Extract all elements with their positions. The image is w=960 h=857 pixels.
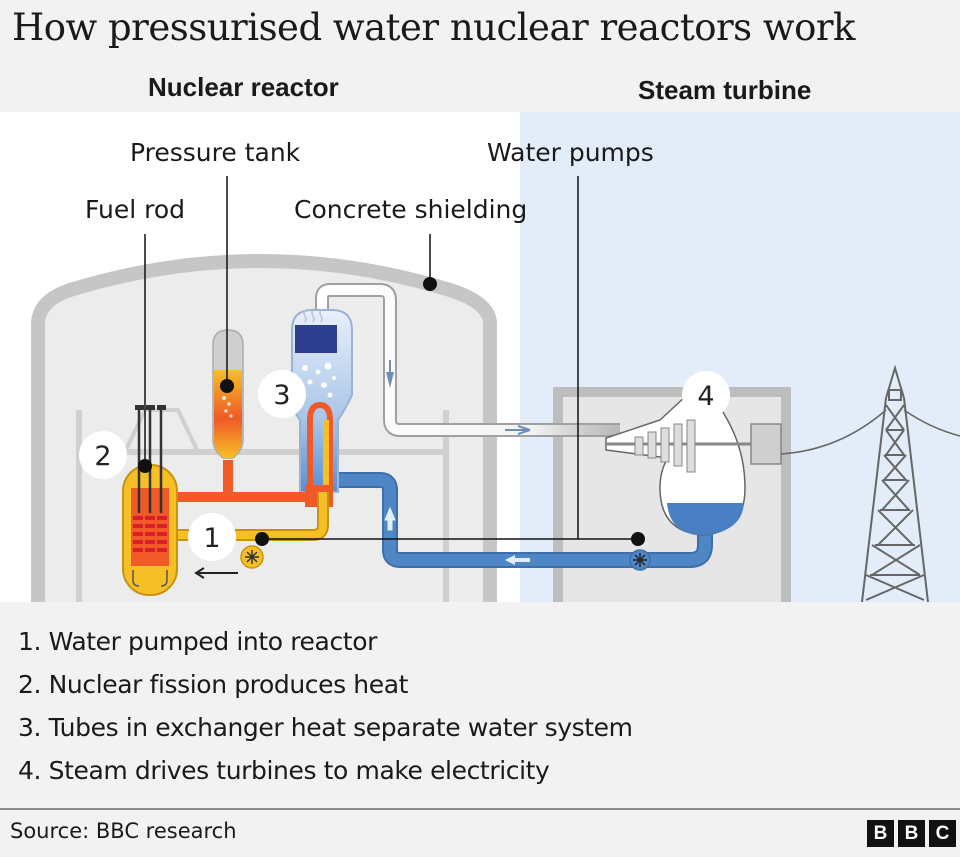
steps-list: 1. Water pumped into reactor 2. Nuclear …	[18, 622, 633, 794]
generator	[750, 423, 782, 465]
feedwater-flow-arrow-icon	[384, 506, 396, 531]
marker-3: 3	[258, 370, 306, 418]
section-heading-steam-turbine: Steam turbine	[638, 75, 812, 105]
reactor-vessel	[122, 405, 178, 596]
step-item: 4. Steam drives turbines to make electri…	[18, 756, 550, 785]
marker-2-number: 2	[94, 441, 111, 472]
bbc-logo-letter: B	[867, 820, 894, 847]
pressure-tank	[212, 329, 244, 459]
source-credit: Source: BBC research	[10, 819, 237, 843]
marker-1: 1	[188, 513, 236, 561]
fuel-rods	[133, 516, 167, 552]
page-title: How pressurised water nuclear reactors w…	[12, 6, 855, 49]
section-heading-nuclear-reactor: Nuclear reactor	[148, 72, 339, 102]
turbine	[605, 381, 782, 536]
steam-flow-arrow-icon	[505, 425, 531, 435]
bbc-logo: B B C	[867, 820, 956, 847]
steam-wisps-icon	[303, 309, 323, 323]
label-pressure-tank: Pressure tank	[130, 138, 301, 167]
steam-pipe	[315, 283, 620, 437]
step-item: 2. Nuclear fission produces heat	[18, 670, 409, 699]
marker-3-number: 3	[273, 380, 290, 411]
cold-leg-pipe	[175, 492, 329, 541]
step-item: 1. Water pumped into reactor	[18, 627, 377, 656]
steam-separator	[295, 325, 337, 353]
feedwater-flow-arrow-icon	[505, 555, 530, 565]
steam-generator	[291, 309, 353, 493]
marker-4-number: 4	[697, 381, 714, 412]
marker-2: 2	[79, 431, 127, 479]
step-item: 3. Tubes in exchanger heat separate wate…	[18, 713, 633, 742]
power-line	[903, 409, 960, 437]
label-water-pumps: Water pumps	[487, 138, 654, 167]
marker-4: 4	[682, 371, 730, 419]
marker-1-number: 1	[203, 523, 220, 554]
bbc-logo-letter: B	[898, 820, 925, 847]
condensate-pump-icon	[629, 549, 651, 571]
label-fuel-rod: Fuel rod	[85, 195, 185, 224]
steam-flow-arrow-icon	[386, 372, 394, 388]
reactor-diagram: Fuel rod Pressure tank Concrete shieldin…	[0, 112, 960, 602]
flow-arrow-icon	[194, 567, 238, 579]
label-concrete-shielding: Concrete shielding	[294, 195, 527, 224]
feedwater-pipe	[330, 472, 713, 568]
leader-lines	[144, 176, 638, 540]
leader-dots	[138, 277, 645, 546]
reactor-pump-icon	[240, 545, 264, 569]
footer-divider	[0, 808, 960, 810]
power-line	[780, 409, 887, 455]
pylon-icon	[861, 364, 929, 602]
bbc-logo-letter: C	[929, 820, 956, 847]
